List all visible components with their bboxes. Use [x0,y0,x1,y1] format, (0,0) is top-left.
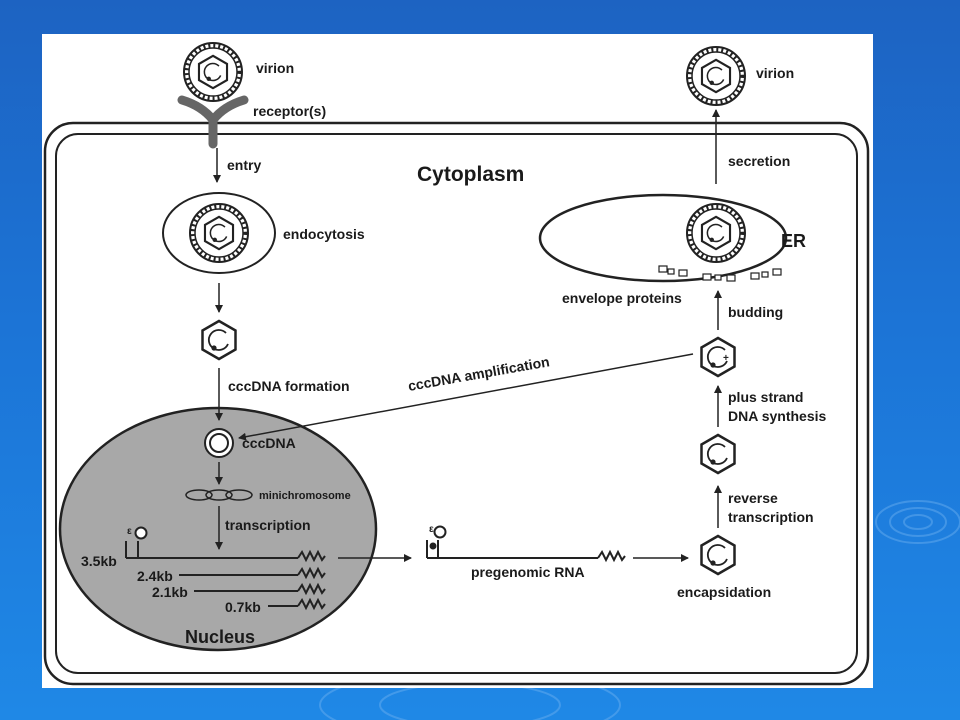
pregenomic-rna-icon [426,525,626,563]
uncoated-capsid-icon [201,319,237,361]
svg-text:+: + [723,353,729,364]
label-cccdna-formation: cccDNA formation [228,378,350,394]
cell-inner-membrane [55,133,858,674]
receptor-icon [177,95,249,149]
label-3-5kb: 3.5kb [81,553,117,569]
label-cccdna-amplification: cccDNA amplification [407,353,551,394]
label-budding: budding [728,304,783,320]
label-2-4kb: 2.4kb [137,568,173,584]
er-virion-icon [687,204,745,262]
label-endocytosis: endocytosis [283,226,365,242]
cccdna-icon [204,428,234,458]
label-encapsidation: encapsidation [677,584,771,600]
transcript-2-4kb [179,566,326,580]
label-0-7kb: 0.7kb [225,599,261,615]
nucleus-compartment [58,406,378,652]
label-reverse-transcription-1: reverse [728,490,778,506]
hbv-replication-cycle-diagram: virion receptor(s) entry Cytoplasm endoc… [43,34,870,686]
er-envelope-proteins-row [658,265,782,282]
label-transcription: transcription [225,517,311,533]
label-plus-strand-1: plus strand [728,389,803,405]
label-2-1kb: 2.1kb [152,584,188,600]
transcript-3-5kb [125,526,326,563]
label-virion-in: virion [256,60,294,76]
transcript-2-1kb [194,582,326,596]
label-plus-strand-2: DNA synthesis [728,408,827,424]
diagram-slide: virion receptor(s) entry Cytoplasm endoc… [42,34,873,688]
label-cccdna: cccDNA [242,435,296,451]
mature-capsid-icon: + [700,336,736,378]
outgoing-virion-icon [687,47,745,105]
label-secretion: secretion [728,153,790,169]
minichromosome-icon [185,489,253,501]
transcript-0-7kb [268,597,326,611]
encapsidated-capsid-icon [700,534,736,576]
label-nucleus: Nucleus [185,627,255,647]
label-minichromosome: minichromosome [259,490,351,502]
endocytosed-virion-icon [190,204,248,262]
label-entry: entry [227,157,261,173]
label-pregenomic-rna: pregenomic RNA [471,564,585,580]
label-er: ER [781,231,806,251]
label-envelope-proteins: envelope proteins [562,290,682,306]
label-cytoplasm: Cytoplasm [417,163,524,186]
label-reverse-transcription-2: transcription [728,509,814,525]
cell-outer-membrane [43,121,870,686]
label-receptors: receptor(s) [253,103,326,119]
label-epsilon-rna: ε [429,524,434,535]
incoming-virion-icon [184,43,242,101]
label-epsilon-nucleus: ε [127,526,132,537]
minus-strand-capsid-icon [700,433,736,475]
label-virion-out: virion [756,65,794,81]
